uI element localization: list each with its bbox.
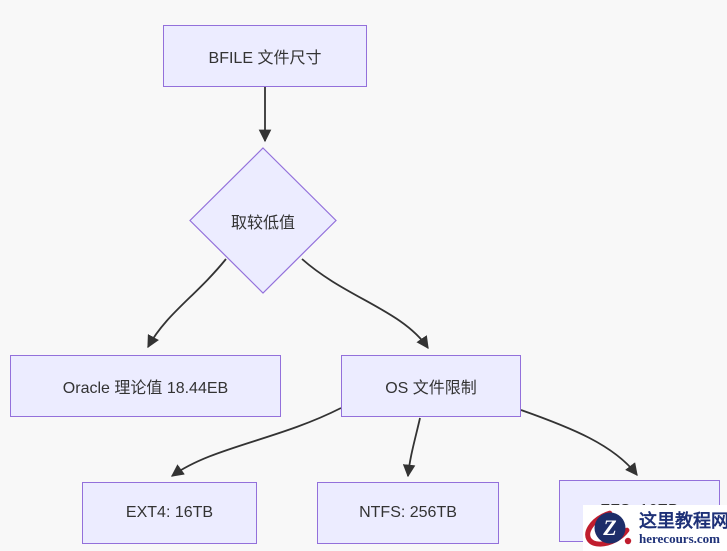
node-oracle-limit-label: Oracle 理论值 18.44EB	[62, 380, 229, 397]
watermark: Z 这里教程网 herecours.com	[583, 505, 727, 551]
watermark-z-logo-icon: Z	[585, 509, 633, 547]
node-decision-label: 取较低值	[230, 214, 295, 232]
node-oracle-limit: Oracle 理论值 18.44EB	[10, 355, 281, 417]
watermark-logo-letter: Z	[602, 515, 616, 540]
node-os-limit-label: OS 文件限制	[385, 380, 477, 397]
watermark-site-url: herecours.com	[639, 530, 720, 546]
edge-os-zfs	[520, 409, 638, 476]
node-os-limit: OS 文件限制	[341, 355, 521, 417]
node-ntfs: NTFS: 256TB	[317, 482, 499, 544]
watermark-site-name: 这里教程网	[639, 510, 727, 531]
edge-decision-os	[301, 258, 429, 350]
node-decision: 取较低值	[190, 148, 336, 293]
edge-os-ext4	[170, 407, 342, 477]
watermark-text-block: 这里教程网 herecours.com	[639, 512, 727, 545]
decision-diamond-shape	[189, 147, 337, 294]
node-ext4: EXT4: 16TB	[82, 482, 257, 544]
node-bfile-size-label: BFILE 文件尺寸	[208, 50, 322, 67]
node-ext4-label: EXT4: 16TB	[125, 504, 214, 521]
node-bfile-size: BFILE 文件尺寸	[163, 25, 367, 87]
edge-os-ntfs	[402, 417, 421, 478]
edge-decision-oracle	[147, 258, 227, 349]
node-ntfs-label: NTFS: 256TB	[359, 504, 457, 521]
